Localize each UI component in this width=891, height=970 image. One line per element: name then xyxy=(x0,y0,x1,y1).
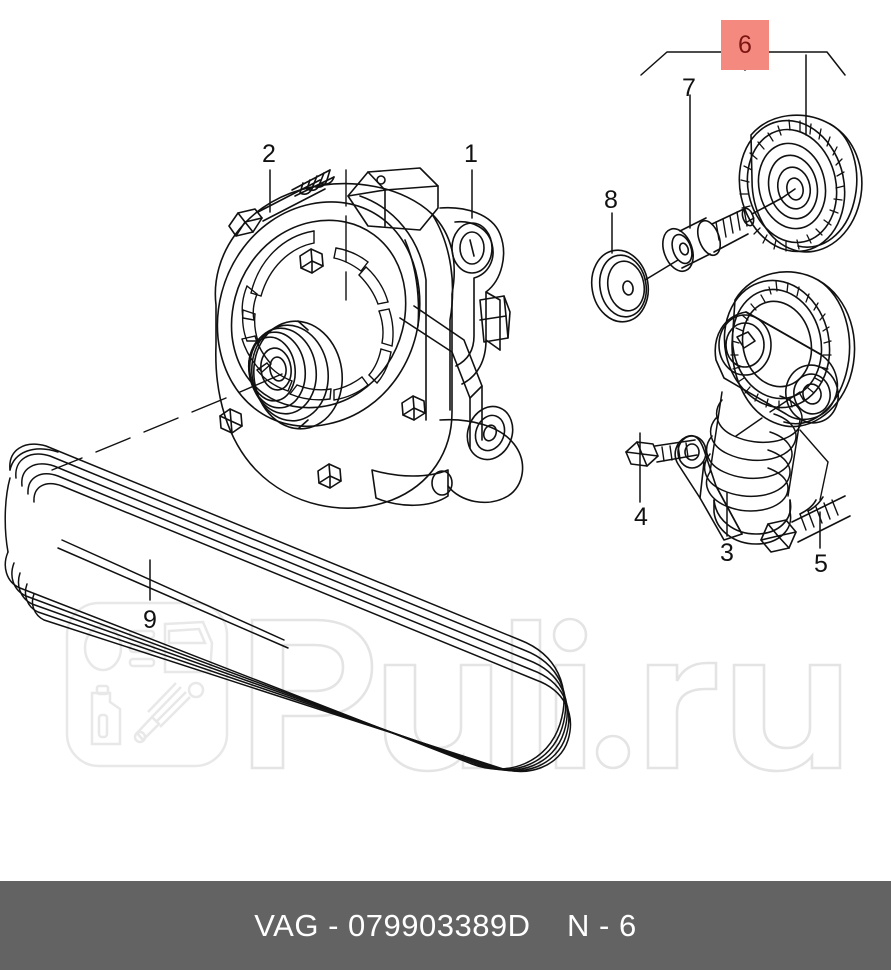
footer-bar: VAG - 079903389D N - 6 xyxy=(0,881,891,970)
callout-label-9: 9 xyxy=(143,606,157,634)
part-v-ribbed-belt-9 xyxy=(4,443,572,773)
part-alternator-1 xyxy=(214,167,524,509)
shock-absorber-icon xyxy=(133,681,205,744)
callout-label-2: 2 xyxy=(262,140,276,168)
part-belt-tensioner-3 xyxy=(674,271,856,545)
callout-label-1: 1 xyxy=(464,140,478,168)
part-collar-bolt-7 xyxy=(662,197,783,273)
alternator-face-bolts xyxy=(219,248,426,489)
part-idler-pulley-6 xyxy=(738,114,863,253)
part-bolt-5 xyxy=(760,495,851,553)
assembly-centerline xyxy=(51,169,347,471)
watermark-layer xyxy=(65,601,842,773)
callout-label-8: 8 xyxy=(604,186,618,214)
oil-bottle-icon xyxy=(90,684,122,746)
part-washer-8 xyxy=(590,249,679,323)
highlighted-part-badge-6[interactable]: 6 xyxy=(721,20,769,70)
callout-label-4: 4 xyxy=(634,503,648,531)
footer-part-number-text: VAG - 079903389D N - 6 xyxy=(254,907,637,943)
construction-lines xyxy=(735,391,829,501)
callout-label-7: 7 xyxy=(682,74,696,102)
callout-label-3: 3 xyxy=(720,539,734,567)
part-bolt-4 xyxy=(625,439,698,467)
technical-line-art xyxy=(4,51,863,773)
callout-label-5: 5 xyxy=(814,550,828,578)
